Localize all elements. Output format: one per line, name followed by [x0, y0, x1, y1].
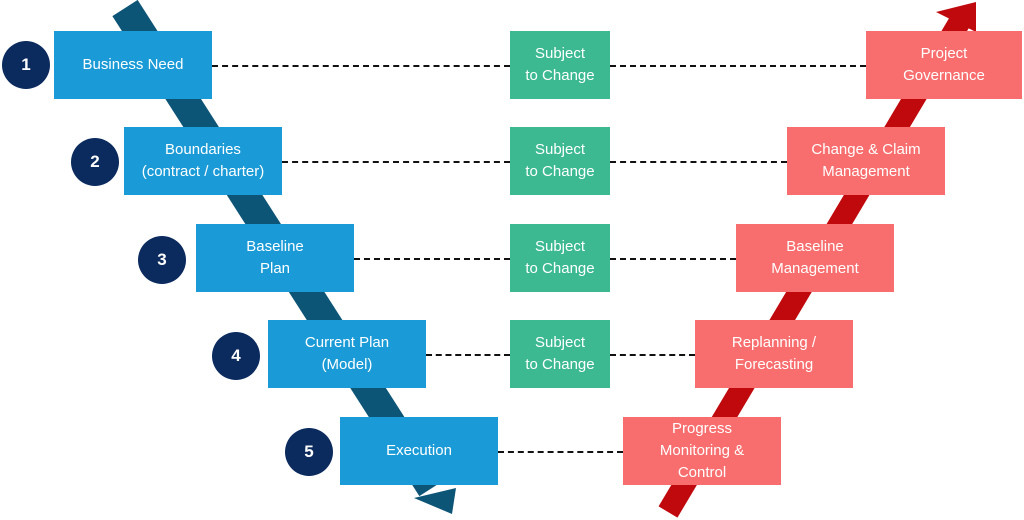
connector-line-4a	[426, 354, 510, 356]
box-label: Subject	[534, 238, 586, 255]
box-label: Management	[822, 163, 910, 180]
box-label: Control	[677, 464, 727, 481]
subject-to-change-box: Subject to Change	[510, 31, 610, 99]
step-number-badge: 3	[138, 236, 186, 284]
box-label: Progress	[671, 420, 733, 437]
box-label: Monitoring &	[659, 442, 745, 459]
change-claim-management-box: Change & Claim Management	[787, 127, 945, 195]
step-number-badge: 2	[71, 138, 119, 186]
step-number-badge: 4	[212, 332, 260, 380]
box-label: to Change	[525, 260, 595, 277]
baseline-plan-box: Baseline Plan	[196, 224, 354, 292]
box-label: Forecasting	[734, 356, 814, 373]
project-governance-box: Project Governance	[866, 31, 1022, 99]
baseline-management-box: Baseline Management	[736, 224, 894, 292]
box-label: Business Need	[82, 56, 184, 73]
connector-line-1a	[212, 65, 510, 67]
subject-to-change-box: Subject to Change	[510, 224, 610, 292]
box-label: Project	[920, 45, 968, 62]
downward-arrow-head	[414, 488, 456, 514]
box-label: Change & Claim	[811, 141, 921, 158]
step-number-badge: 5	[285, 428, 333, 476]
box-label: Baseline	[786, 238, 844, 255]
box-label: Execution	[386, 442, 452, 459]
box-label: to Change	[525, 163, 595, 180]
box-label: Current Plan	[304, 334, 390, 351]
execution-box: Execution	[340, 417, 498, 485]
box-label: Subject	[534, 141, 586, 158]
connector-line-4b	[610, 354, 695, 356]
box-label: Management	[771, 260, 859, 277]
box-label: Baseline	[246, 238, 304, 255]
progress-monitoring-control-box: Progress Monitoring & Control	[623, 417, 781, 485]
box-label: to Change	[525, 67, 595, 84]
subject-to-change-box: Subject to Change	[510, 320, 610, 388]
connector-line-2b	[610, 161, 787, 163]
box-label: (contract / charter)	[141, 163, 265, 180]
box-label: (Model)	[321, 356, 373, 373]
step-number-badge: 1	[2, 41, 50, 89]
box-label: Subject	[534, 334, 586, 351]
box-label: Subject	[534, 45, 586, 62]
box-label: Plan	[259, 260, 291, 277]
box-label: Boundaries	[165, 141, 241, 158]
connector-line-1b	[610, 65, 866, 67]
connector-line-3b	[610, 258, 736, 260]
box-label: Governance	[903, 67, 985, 84]
box-label: to Change	[525, 356, 595, 373]
connector-line-5	[498, 451, 623, 453]
connector-line-3a	[354, 258, 510, 260]
connector-line-2a	[282, 161, 510, 163]
subject-to-change-box: Subject to Change	[510, 127, 610, 195]
replanning-forecasting-box: Replanning / Forecasting	[695, 320, 853, 388]
boundaries-box: Boundaries (contract / charter)	[124, 127, 282, 195]
current-plan-box: Current Plan (Model)	[268, 320, 426, 388]
upward-arrow-head	[936, 2, 976, 32]
business-need-box: Business Need	[54, 31, 212, 99]
box-label: Replanning /	[731, 334, 817, 351]
